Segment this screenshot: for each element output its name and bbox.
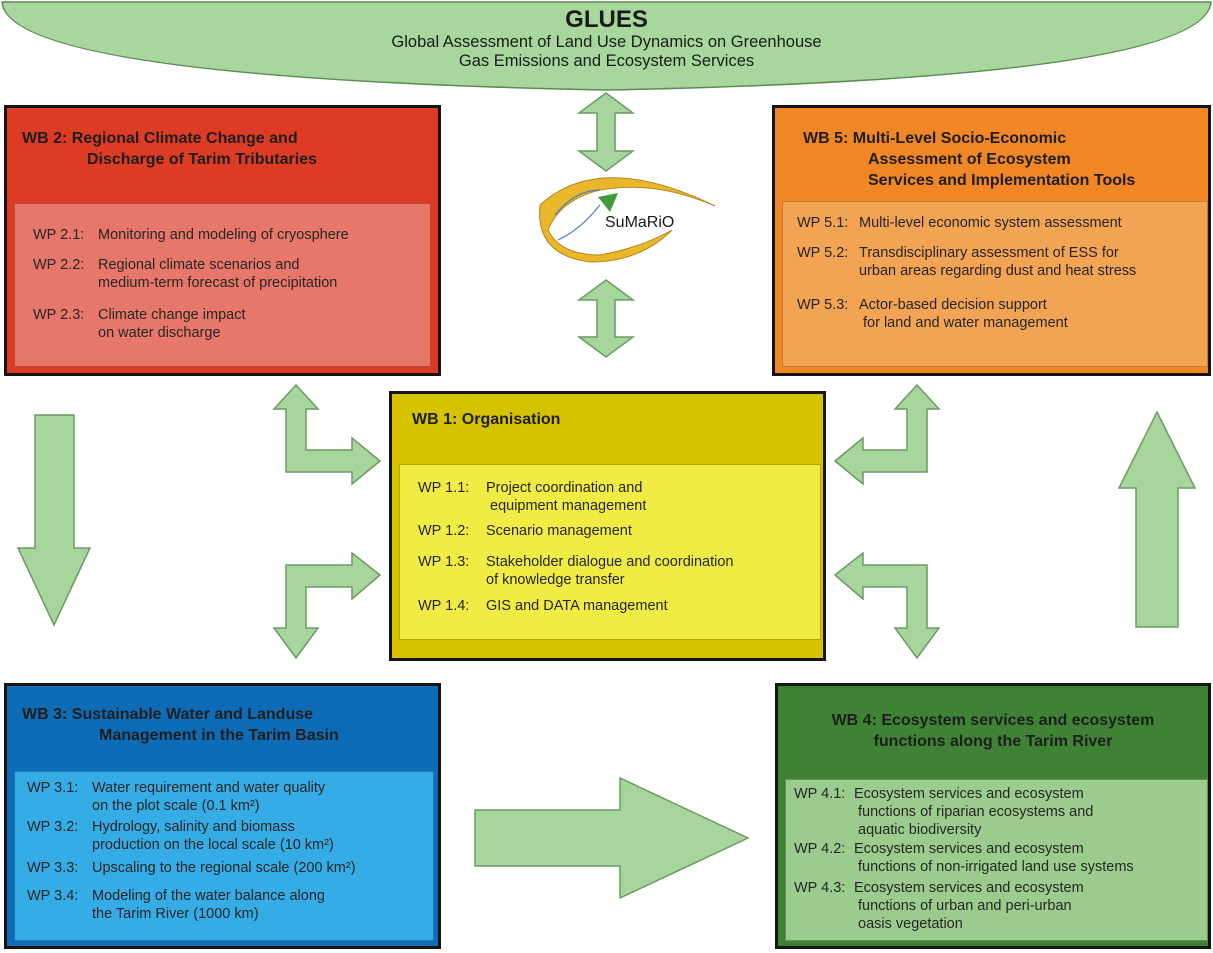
wb4-title-line1: WB 4: Ecosystem services and ecosystem — [831, 712, 1155, 729]
elbow-arrow-wb4-wb1 — [833, 551, 941, 660]
wb4-title: WB 4: Ecosystem services and ecosystem f… — [778, 710, 1208, 752]
wp-text: Scenario management — [486, 523, 632, 539]
wb3-title-line2: Management in the Tarim Basin — [99, 727, 339, 744]
wp-code: WP 3.2: — [27, 819, 79, 835]
wp-code: WP 1.3: — [418, 554, 470, 570]
wp-text: Hydrology, salinity and biomass — [92, 819, 295, 835]
wb5-box: WB 5: Multi-Level Socio-Economic Assessm… — [772, 105, 1211, 376]
wp-text: functions of non-irrigated land use syst… — [858, 859, 1134, 875]
wp-code: WP 1.1: — [418, 480, 470, 496]
wp-text: Upscaling to the regional scale (200 km²… — [92, 860, 356, 876]
wb1-title: WB 1: Organisation — [412, 411, 561, 428]
wp-text: medium-term forecast of precipitation — [98, 275, 338, 291]
wp-text: aquatic biodiversity — [858, 822, 982, 838]
glues-subtitle: Global Assessment of Land Use Dynamics o… — [300, 33, 913, 71]
wb4-title-line2: functions along the Tarim River — [873, 733, 1113, 750]
wp-text: the Tarim River (1000 km) — [92, 906, 259, 922]
double-arrow-header-logo — [576, 92, 636, 172]
wb5-title-line1: WB 5: Multi-Level Socio-Economic — [803, 130, 1067, 147]
wp-text: Multi-level economic system assessment — [859, 215, 1122, 231]
wb5-title-line2: Assessment of Ecosystem — [868, 151, 1071, 168]
wb2-title-line2: Discharge of Tarim Tributaries — [87, 151, 317, 168]
wb1-inner-box: WP 1.1: Project coordination and equipme… — [399, 464, 821, 640]
up-arrow-wb4-wb5 — [1117, 410, 1197, 628]
glues-subtitle-line2: Gas Emissions and Ecosystem Services — [458, 52, 755, 70]
wb4-inner-box: WP 4.1: Ecosystem services and ecosystem… — [785, 779, 1208, 941]
wp-text: Ecosystem services and ecosystem — [854, 841, 1084, 857]
wb2-title-line1: WB 2: Regional Climate Change and — [22, 130, 298, 147]
wp-text: for land and water management — [863, 315, 1068, 331]
glues-title: GLUES — [565, 6, 648, 33]
wp-code: WP 4.2: — [794, 841, 846, 857]
wb1-box: WB 1: Organisation WP 1.1: Project coord… — [389, 391, 826, 661]
glues-subtitle-line1: Global Assessment of Land Use Dynamics o… — [391, 33, 822, 51]
wb3-title: WB 3: Sustainable Water and Landuse Mana… — [22, 704, 339, 746]
wp-text: Stakeholder dialogue and coordination — [486, 554, 734, 570]
wp-code: WP 2.3: — [33, 307, 85, 323]
elbow-arrow-wb2-wb1 — [272, 383, 382, 486]
wp-code: WP 5.3: — [797, 297, 849, 313]
wp-text: equipment management — [490, 498, 647, 514]
wp-code: WP 3.1: — [27, 780, 79, 796]
wp-code: WP 2.2: — [33, 257, 85, 273]
wb5-title-line3: Services and Implementation Tools — [868, 172, 1136, 189]
wp-code: WP 1.2: — [418, 523, 470, 539]
wp-text: urban areas regarding dust and heat stre… — [859, 263, 1137, 279]
wp-text: Ecosystem services and ecosystem — [854, 786, 1084, 802]
wb4-box: WB 4: Ecosystem services and ecosystem f… — [775, 683, 1211, 949]
double-arrow-logo-wb1 — [576, 279, 636, 358]
wp-code: WP 4.1: — [794, 786, 846, 802]
right-arrow-wb3-wb4 — [474, 776, 750, 900]
wp-text: GIS and DATA management — [486, 598, 668, 614]
wb3-inner-box: WP 3.1: Water requirement and water qual… — [14, 771, 434, 941]
wp-text: on water discharge — [98, 325, 221, 341]
down-arrow-wb2-wb3 — [16, 414, 92, 627]
wp-text: Actor-based decision support — [859, 297, 1047, 313]
wp-text: Modeling of the water balance along — [92, 888, 325, 904]
sumario-logo-text: SuMaRiO — [605, 214, 675, 231]
wb5-inner-box: WP 5.1: Multi-level economic system asse… — [782, 201, 1208, 367]
wp-text: of knowledge transfer — [486, 572, 625, 588]
wp-code: WP 4.3: — [794, 880, 846, 896]
glues-header-shape — [1, 1, 1212, 91]
wp-text: production on the local scale (10 km²) — [92, 837, 334, 853]
elbow-arrow-wb5-wb1 — [833, 383, 941, 486]
wp-text: Project coordination and — [486, 480, 643, 496]
wp-code: WP 5.2: — [797, 245, 849, 261]
wp-text: oasis vegetation — [858, 916, 963, 932]
wp-code: WP 5.1: — [797, 215, 849, 231]
wb3-title-line1: WB 3: Sustainable Water and Landuse — [22, 706, 314, 723]
wp-text: Monitoring and modeling of cryosphere — [98, 227, 349, 243]
wb2-inner-box: WP 2.1: Monitoring and modeling of cryos… — [14, 203, 431, 367]
wp-text: on the plot scale (0.1 km²) — [92, 798, 260, 814]
wp-text: Transdisciplinary assessment of ESS for — [859, 245, 1119, 261]
wp-code: WP 3.3: — [27, 860, 79, 876]
sumario-logo-icon — [539, 177, 716, 263]
wp-text: Ecosystem services and ecosystem — [854, 880, 1084, 896]
wp-code: WP 1.4: — [418, 598, 470, 614]
elbow-arrow-wb3-wb1 — [272, 551, 382, 660]
wb2-box: WB 2: Regional Climate Change and Discha… — [4, 105, 441, 376]
wp-text: functions of riparian ecosystems and — [858, 804, 1094, 820]
wb3-box: WB 3: Sustainable Water and Landuse Mana… — [4, 683, 441, 949]
wp-code: WP 3.4: — [27, 888, 79, 904]
wp-text: Climate change impact — [98, 307, 246, 323]
wb5-title: WB 5: Multi-Level Socio-Economic Assessm… — [803, 128, 1135, 191]
wp-text: functions of urban and peri-urban — [858, 898, 1072, 914]
wp-text: Regional climate scenarios and — [98, 257, 300, 273]
wp-text: Water requirement and water quality — [92, 780, 326, 796]
wb2-title: WB 2: Regional Climate Change and Discha… — [22, 128, 317, 170]
wp-code: WP 2.1: — [33, 227, 85, 243]
